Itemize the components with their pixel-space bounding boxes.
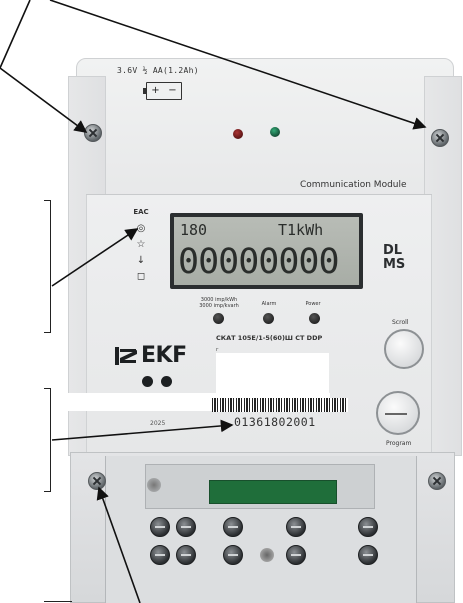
optical-port-dot <box>142 376 153 387</box>
serial-number: 01361802001 <box>234 415 316 429</box>
terminal-seal-screw-icon <box>88 472 106 490</box>
lcd-top-reading: 180 <box>180 221 208 239</box>
dlms-line-2: MS <box>383 257 406 272</box>
cover-divider <box>86 194 432 195</box>
battery-spec-label: 3.6V ½ AA(1.2Ah) <box>117 66 199 75</box>
annotation-bracket-lower <box>44 388 51 492</box>
lcd-unit: T1kWh <box>278 221 324 239</box>
ekf-mark-icon <box>115 346 137 365</box>
eac-mark-icon: EAC <box>133 208 149 216</box>
battery-icon: + − <box>143 82 182 100</box>
terminal-screw-icon <box>358 517 378 537</box>
brand-name: EKF <box>141 343 187 368</box>
scroll-label: Scroll <box>392 319 409 326</box>
seal-screw-icon <box>431 129 449 147</box>
terminal-screw-icon <box>176 517 196 537</box>
double-insulation-icon: ◻ <box>136 271 146 282</box>
seal-screw-icon <box>84 124 102 142</box>
terminal-green-insert <box>209 480 337 504</box>
alarm-led <box>263 313 274 324</box>
terminal-screw-icon <box>358 545 378 565</box>
battery-plus: + <box>151 85 160 96</box>
lcd-main-digits: 00000000 <box>178 242 340 282</box>
barcode-icon <box>212 398 348 412</box>
lcd-display: 180 T1kWh 00000000 <box>170 213 363 289</box>
power-led <box>309 313 320 324</box>
manufacture-year: 2025 <box>150 420 166 427</box>
star-mark-icon: ☆ <box>136 239 146 250</box>
optical-port-dot <box>161 376 172 387</box>
communication-module-label: Communication Module <box>300 180 407 190</box>
program-label: Program <box>386 440 412 447</box>
annotation-baseline <box>44 601 72 602</box>
terminal-screw-icon <box>150 545 170 565</box>
ekf-logo: EKF <box>115 343 187 368</box>
model-label: СКАТ 105Е/1-5(60)Ш СТ DDP <box>216 334 323 342</box>
certification-marks: EAC ◎ ☆ ↓ ◻ <box>133 206 149 283</box>
terminal-hole <box>260 548 274 562</box>
status-led-green <box>270 127 280 137</box>
battery-minus: − <box>168 85 177 96</box>
terminal-hole <box>147 478 161 492</box>
arrow-down-icon: ↓ <box>136 255 146 266</box>
terminal-screw-icon <box>176 545 196 565</box>
alarm-caption: Alarm <box>261 301 277 307</box>
terminal-screw-icon <box>286 545 306 565</box>
seal-mark-icon: ◎ <box>136 223 146 234</box>
program-button-seal-slot <box>385 413 407 415</box>
annotation-bracket-upper <box>44 200 51 333</box>
dlms-line-1: DL <box>383 243 403 258</box>
impulse-caption-kvarh: 3000 imp/kvarh <box>199 303 239 309</box>
redacted-label-box <box>216 353 329 400</box>
terminal-screw-icon <box>223 545 243 565</box>
terminal-screw-icon <box>150 517 170 537</box>
terminal-seal-screw-icon <box>428 472 446 490</box>
dlms-logo: DL MS <box>383 244 405 272</box>
terminal-screw-icon <box>286 517 306 537</box>
impulse-led <box>213 313 224 324</box>
impulse-caption: 3000 imp/kWh 3000 imp/kvarh <box>196 297 242 309</box>
terminal-screw-icon <box>223 517 243 537</box>
status-led-red <box>233 129 243 139</box>
power-caption: Power <box>305 301 321 307</box>
scroll-button[interactable] <box>384 329 424 369</box>
impulse-caption-kwh: 3000 imp/kWh <box>200 297 238 303</box>
